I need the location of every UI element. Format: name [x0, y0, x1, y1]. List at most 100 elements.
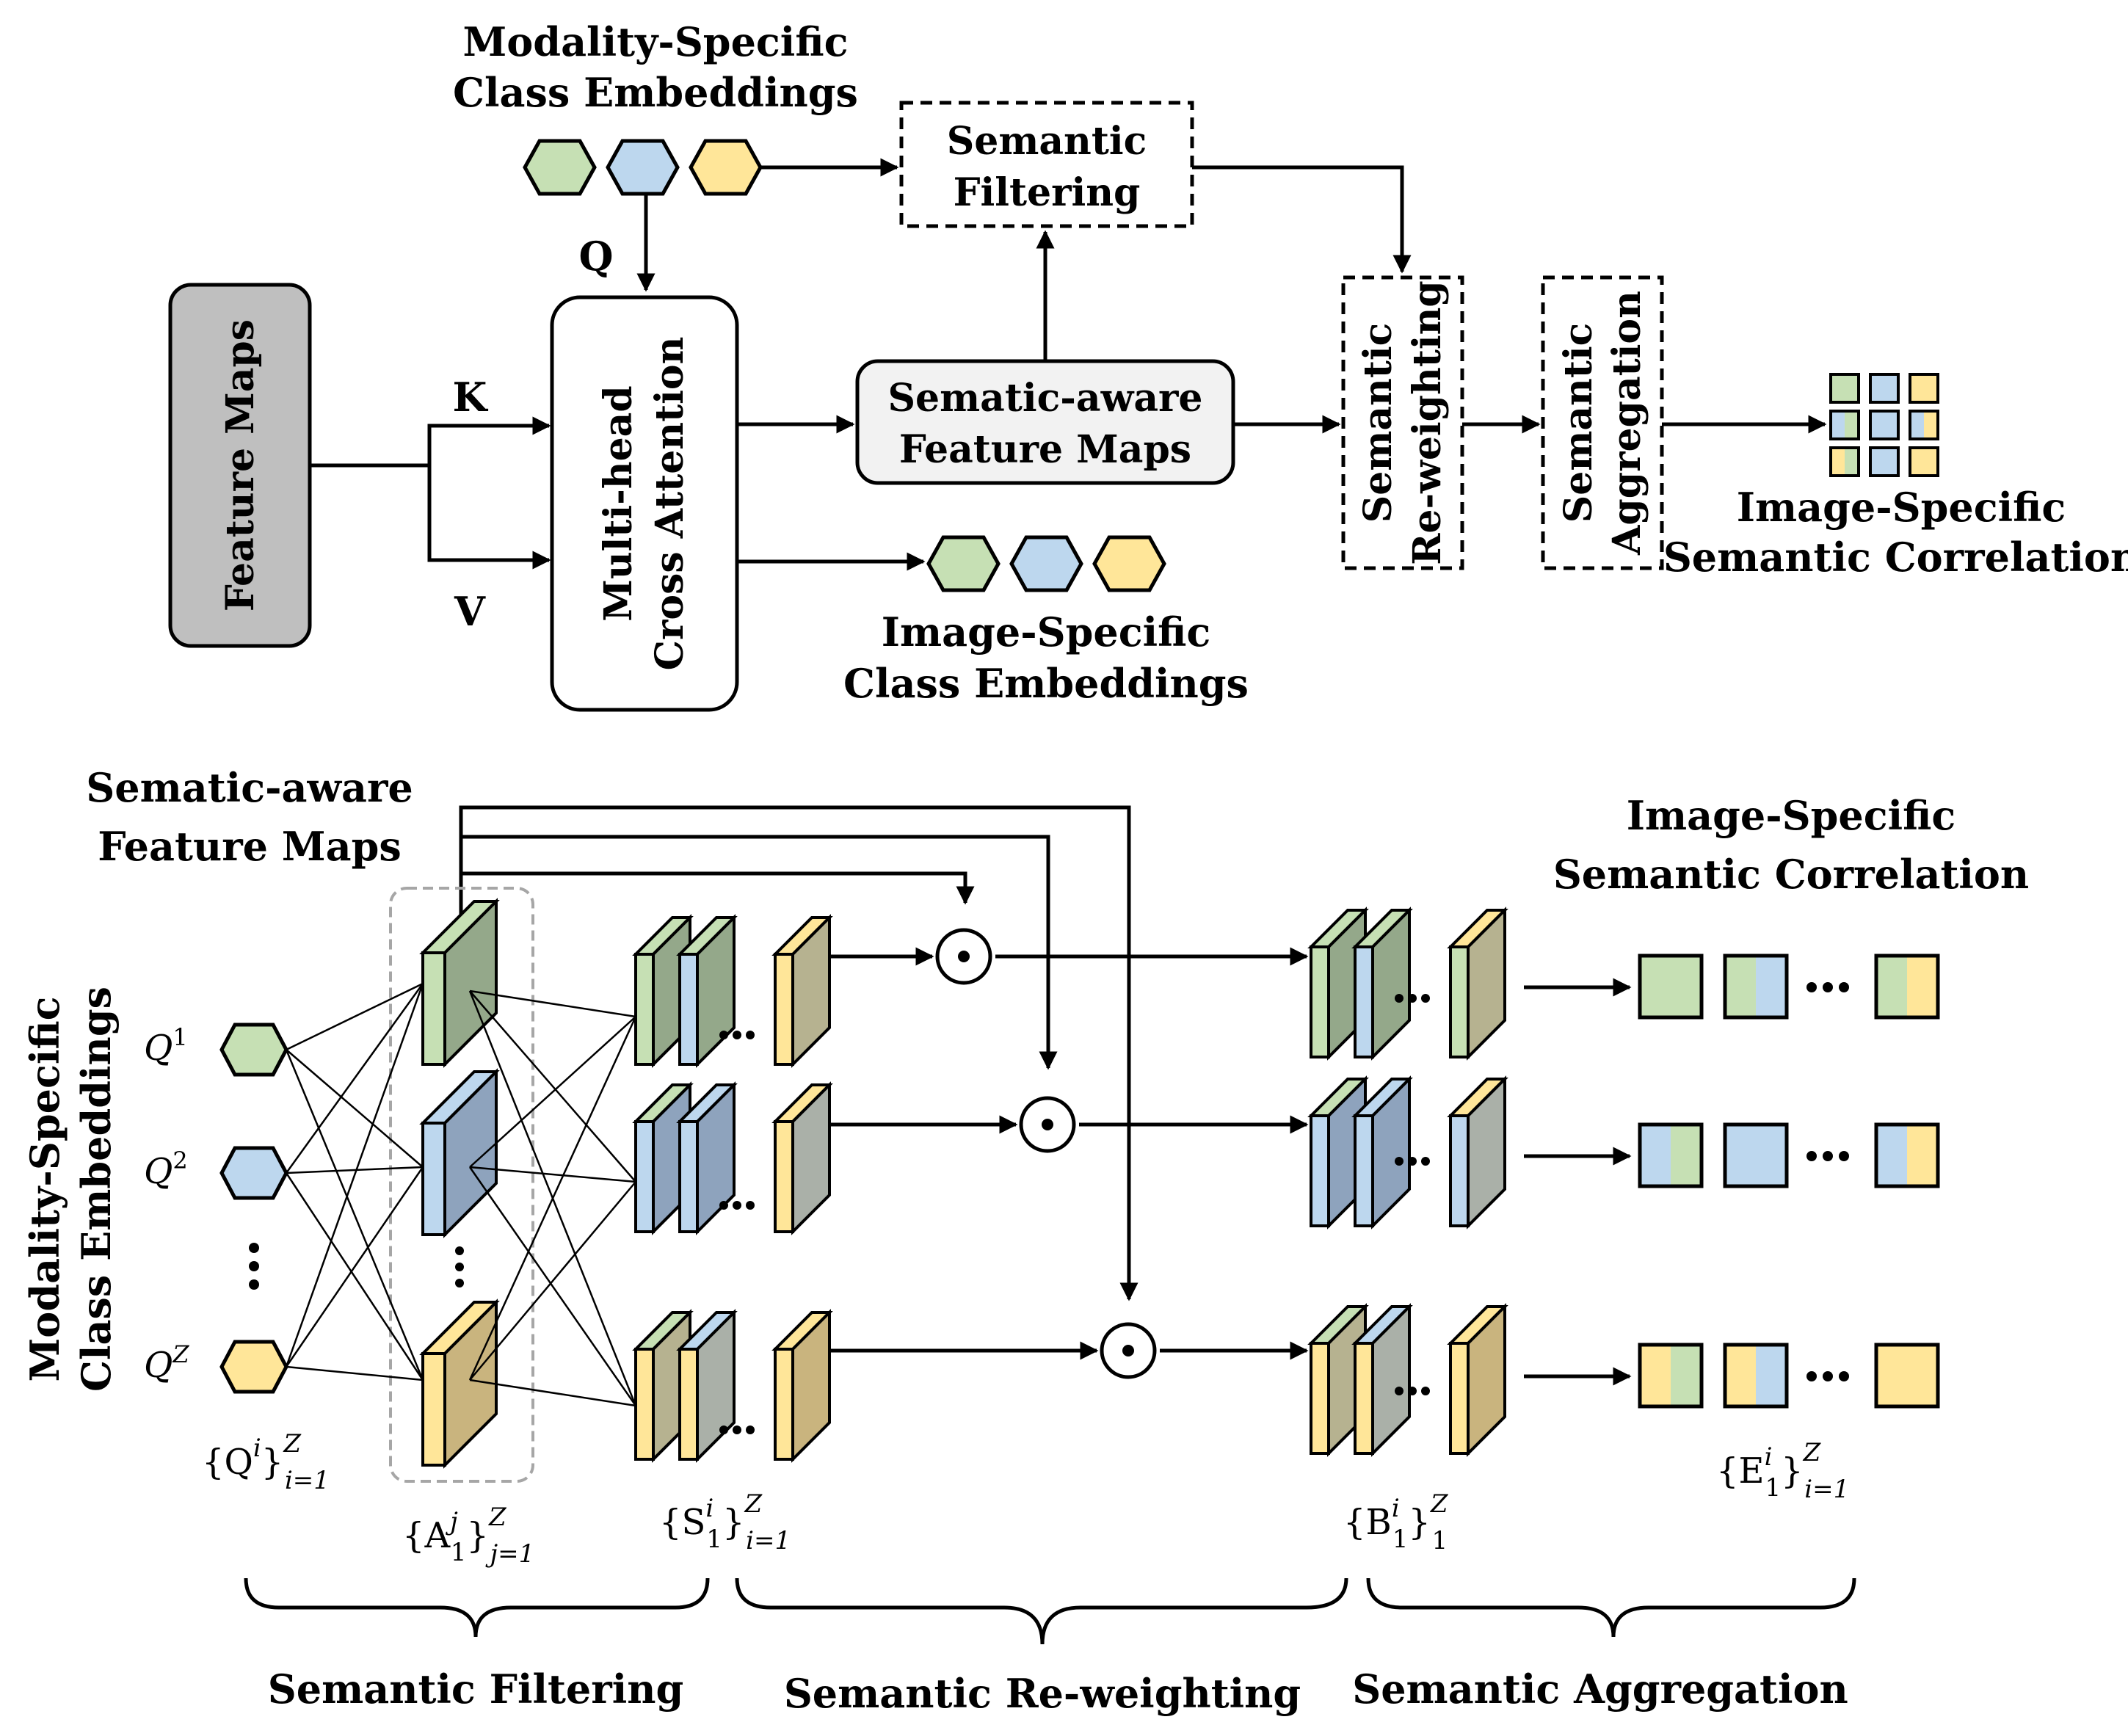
- reweighting-line2: Re-weighting: [1405, 280, 1450, 565]
- b-stack-1: [1307, 907, 1508, 1061]
- grid-cell-split: [1831, 448, 1845, 476]
- hexagon-blue: [1009, 535, 1083, 592]
- semantic-filtering-line2: Filtering: [954, 170, 1141, 215]
- reweighting-line1: Semantic: [1356, 323, 1401, 523]
- feature-maps-label: Feature Maps: [218, 319, 263, 611]
- bottom-modality-line2: Class Embeddings: [73, 987, 120, 1392]
- brace-reweighting-label: Semantic Re-weighting: [784, 1670, 1301, 1717]
- hexagon-blue: [606, 139, 680, 196]
- s-stack-3: [632, 1309, 833, 1463]
- sematic-aware-line1: Sematic-aware: [888, 376, 1203, 421]
- a-map-green: [419, 898, 500, 1068]
- k-arrow: [310, 416, 551, 468]
- top-modality-label-line2: Class Embeddings: [453, 69, 858, 116]
- correlation-grid: [1829, 373, 1939, 477]
- grid-cell: [1869, 410, 1900, 440]
- aggregation-line1: Semantic: [1556, 323, 1601, 523]
- a-maps: [419, 898, 500, 1469]
- grid-cell: [1869, 446, 1900, 477]
- q2-label: Q2: [144, 1147, 188, 1192]
- ellipsis-dot: [249, 1261, 259, 1271]
- grid-cell-split: [1924, 411, 1938, 439]
- q-label: Q: [578, 233, 613, 280]
- bottom-correlation-line1: Image-Specific: [1627, 792, 1956, 839]
- query-embeddings: [219, 1023, 288, 1394]
- b-stack-2: [1307, 1075, 1508, 1230]
- semantic-filtering-line1: Semantic: [947, 119, 1147, 164]
- hexagon-green: [926, 535, 1001, 592]
- sematic-aware-line2: Feature Maps: [899, 427, 1191, 472]
- grid-cell-split: [1845, 411, 1859, 439]
- brace-aggregation: [1366, 1577, 1856, 1638]
- bottom-modality-line1: Modality-Specific: [21, 997, 68, 1382]
- grid-cell: [1829, 373, 1860, 404]
- top-correlation-line1: Image-Specific: [1737, 484, 2066, 531]
- b-stack-3: [1307, 1303, 1508, 1457]
- ellipsis-dot: [455, 1263, 464, 1271]
- route-to-odot-3: [459, 805, 1139, 1301]
- semantic-reweighting-box: [1341, 275, 1464, 570]
- e-row-3: [1638, 1343, 1940, 1409]
- a-map-yellow: [419, 1299, 500, 1469]
- grid-cell-split: [1845, 448, 1859, 476]
- brace-aggregation-label: Semantic Aggregation: [1352, 1666, 1848, 1713]
- a-to-s-connections: [468, 989, 637, 1407]
- qz-label: QZ: [144, 1340, 189, 1386]
- brace-filtering-label: Semantic Filtering: [268, 1666, 684, 1713]
- grid-cell: [1909, 373, 1939, 404]
- aggregation-line2: Aggregation: [1605, 291, 1649, 556]
- q2-hexagon: [219, 1146, 288, 1200]
- route-to-odot-2: [461, 835, 1058, 1070]
- image-specific-class-line2: Class Embeddings: [843, 660, 1249, 707]
- ellipsis-dot: [249, 1279, 259, 1290]
- bottom-sematic-aware-line1: Sematic-aware: [86, 764, 413, 811]
- s-stack-1: [632, 914, 833, 1068]
- semantic-filtering-box: [899, 101, 1194, 228]
- q1-label: Q1: [144, 1023, 188, 1069]
- ellipsis-dot: [455, 1246, 464, 1255]
- e-row-2: [1638, 1122, 1940, 1188]
- odot-flow: [829, 947, 1309, 1360]
- q-to-a-connections: [285, 982, 424, 1381]
- a-group-dashed: [389, 887, 534, 1483]
- top-modality-label-line1: Modality-Specific: [463, 18, 849, 65]
- ellipsis-dot: [249, 1243, 259, 1253]
- hexagon-yellow: [1092, 535, 1166, 592]
- grid-cell: [1829, 446, 1860, 477]
- b-to-e-arrows: [1524, 978, 1632, 1386]
- grid-cell: [1909, 446, 1939, 477]
- k-label: K: [453, 374, 489, 421]
- mhca-line2: Cross Attention: [647, 337, 692, 671]
- mhca-line1: Multi-head: [596, 385, 641, 621]
- grid-cell-split: [1910, 411, 1924, 439]
- multihead-cross-attention-box: [550, 295, 739, 712]
- arrow-filtering-to-reweighting: [1192, 165, 1412, 274]
- route-to-odot-1: [461, 871, 975, 905]
- bottom-correlation-line2: Semantic Correlation: [1553, 851, 2029, 898]
- brace-filtering: [244, 1577, 710, 1638]
- grid-cell-split: [1831, 411, 1845, 439]
- odot-operators: [935, 928, 1157, 1379]
- ellipsis-dot: [455, 1279, 464, 1288]
- v-arrow: [427, 465, 551, 570]
- semantic-aggregation-box: [1541, 275, 1664, 570]
- v-label: V: [454, 588, 486, 635]
- e-row-1: [1638, 954, 1940, 1020]
- q1-hexagon: [219, 1023, 288, 1077]
- grid-cell: [1829, 410, 1860, 440]
- grid-cell: [1909, 410, 1939, 440]
- image-specific-embeddings: [926, 535, 1166, 592]
- routing-lines: [459, 805, 1139, 1301]
- bottom-sematic-aware-line2: Feature Maps: [98, 823, 401, 870]
- image-specific-class-line1: Image-Specific: [882, 609, 1211, 655]
- top-correlation-line2: Semantic Correlation: [1663, 534, 2128, 581]
- hexagon-green: [523, 139, 597, 196]
- s-stack-2: [632, 1081, 833, 1235]
- brace-reweighting: [735, 1577, 1348, 1645]
